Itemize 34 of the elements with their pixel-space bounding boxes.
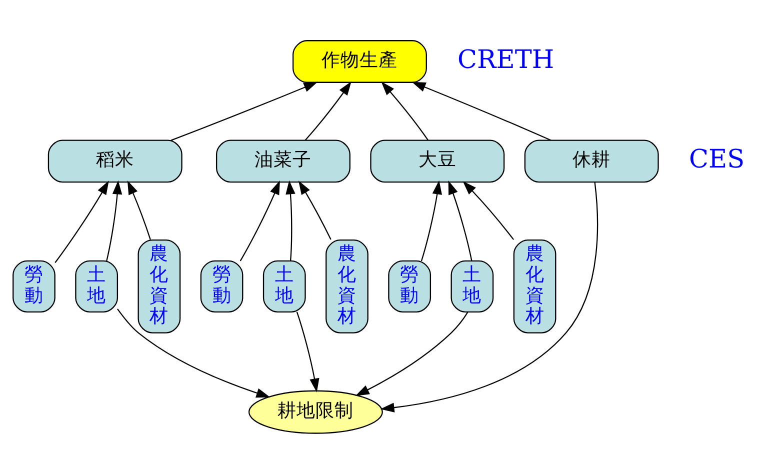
node-box: 大豆 bbox=[370, 139, 505, 182]
arrow bbox=[420, 180, 442, 261]
arrow bbox=[296, 311, 320, 392]
node-ellipse: 耕地限制 bbox=[248, 390, 383, 434]
node-box: 農化資材 bbox=[326, 238, 368, 333]
node-box: 勞動 bbox=[12, 260, 56, 312]
label: CRETH bbox=[458, 44, 554, 74]
arrow bbox=[355, 311, 468, 396]
node-box: 土地 bbox=[262, 260, 306, 312]
node-box: 勞動 bbox=[388, 260, 432, 312]
node-box: 土地 bbox=[450, 260, 494, 312]
arrow bbox=[106, 180, 122, 261]
node-box: 稻米 bbox=[48, 139, 182, 182]
arrow bbox=[448, 180, 472, 261]
arrow bbox=[117, 308, 270, 398]
node-box: 休耕 bbox=[524, 139, 659, 182]
arrow bbox=[381, 81, 429, 140]
arrow bbox=[127, 180, 151, 240]
arrow bbox=[240, 180, 280, 261]
arrow bbox=[380, 182, 598, 412]
label: CES bbox=[688, 144, 745, 174]
node-box: 農化資材 bbox=[138, 238, 181, 333]
arrow bbox=[304, 80, 352, 140]
arrow bbox=[298, 180, 332, 240]
arrow bbox=[54, 180, 109, 262]
arrow bbox=[462, 180, 514, 240]
arrow bbox=[170, 81, 318, 140]
node-box: 土地 bbox=[75, 260, 118, 312]
node-box: 油菜子 bbox=[216, 139, 350, 182]
arrow bbox=[286, 180, 296, 260]
arrow bbox=[412, 81, 552, 140]
node-box: 農化資材 bbox=[513, 238, 556, 333]
node-box: 作物生產 bbox=[292, 40, 427, 82]
node-box: 勞動 bbox=[200, 260, 244, 312]
